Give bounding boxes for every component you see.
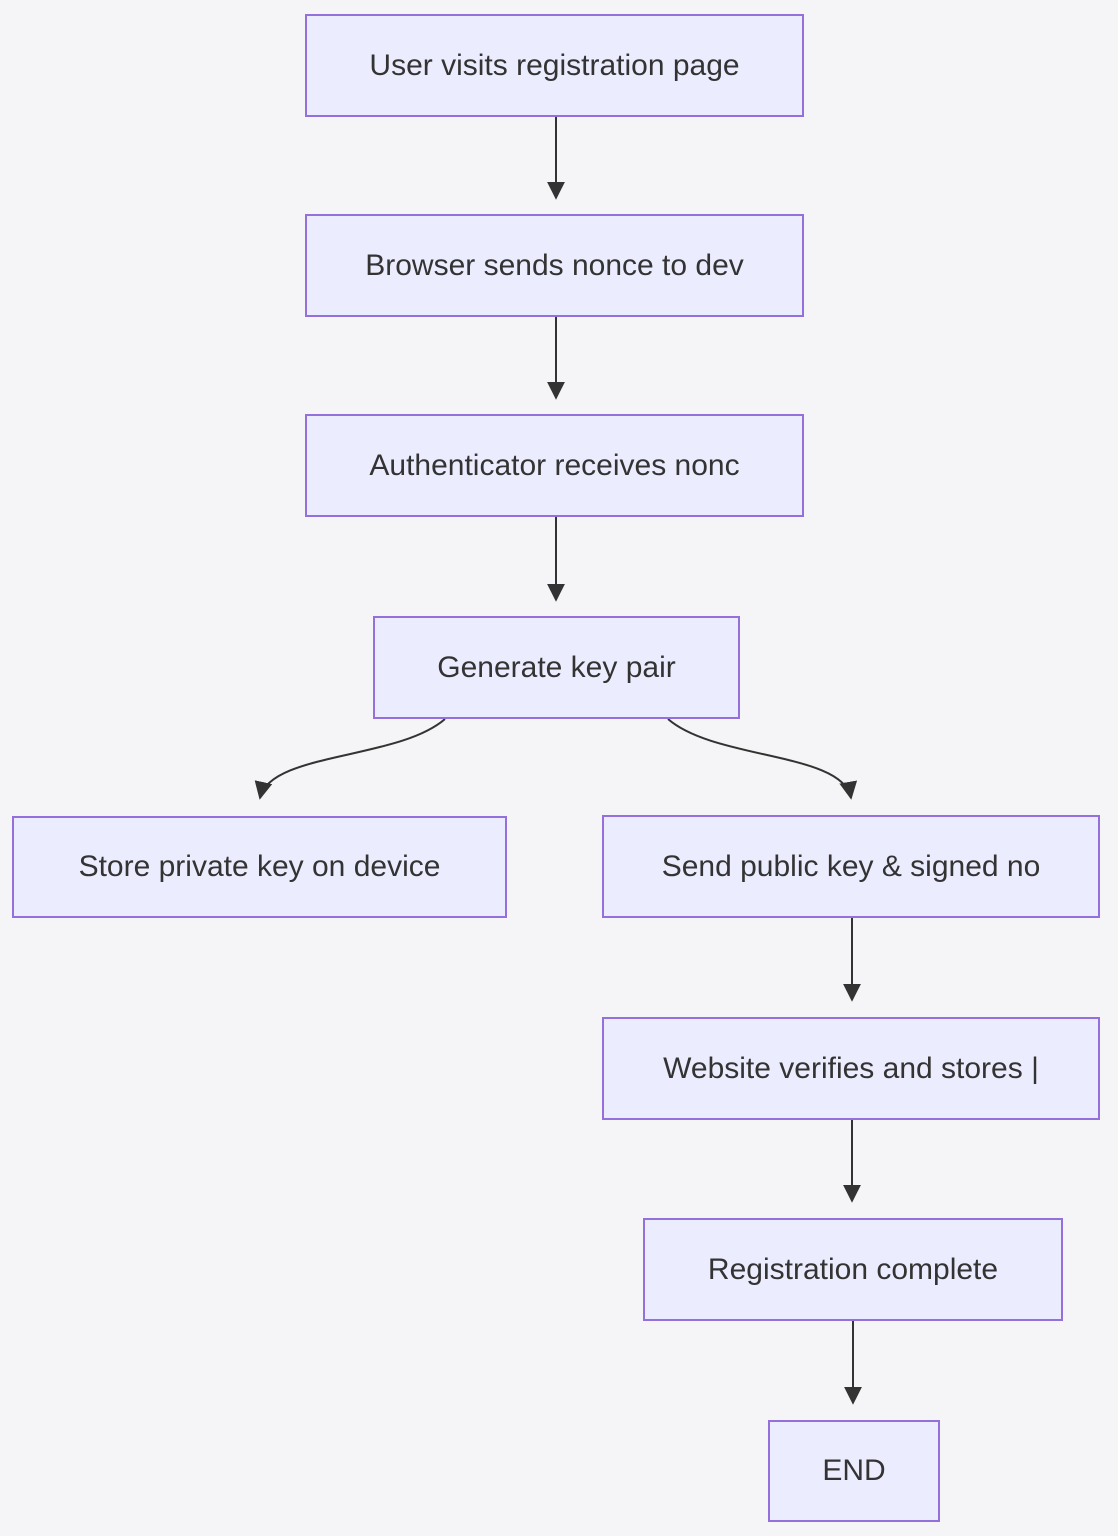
node-browser-sends-nonce-label: Browser sends nonce to dev <box>365 248 744 282</box>
node-generate-key-pair-label: Generate key pair <box>437 650 676 684</box>
edge-keypair-to-send <box>667 718 858 800</box>
node-send-public-key-label: Send public key & signed no <box>661 849 1041 883</box>
node-start: User visits registration page <box>305 14 804 117</box>
node-website-verifies-label: Website verifies and stores | <box>663 1051 1039 1085</box>
node-website-verifies: Website verifies and stores | <box>602 1017 1100 1120</box>
node-generate-key-pair: Generate key pair <box>373 616 740 719</box>
node-browser-sends-nonce: Browser sends nonce to dev <box>305 214 804 317</box>
node-end: END <box>768 1420 940 1522</box>
node-start-label: User visits registration page <box>369 48 740 82</box>
node-send-public-key: Send public key & signed no <box>602 815 1100 918</box>
node-registration-complete: Registration complete <box>643 1218 1063 1321</box>
node-end-label: END <box>822 1454 886 1487</box>
node-authenticator-receives-label: Authenticator receives nonc <box>369 448 740 482</box>
edge-keypair-to-store <box>254 718 446 800</box>
node-authenticator-receives: Authenticator receives nonc <box>305 414 804 517</box>
node-store-private-key: Store private key on device <box>12 816 507 918</box>
node-store-private-key-label: Store private key on device <box>78 850 441 883</box>
node-registration-complete-label: Registration complete <box>707 1252 999 1286</box>
